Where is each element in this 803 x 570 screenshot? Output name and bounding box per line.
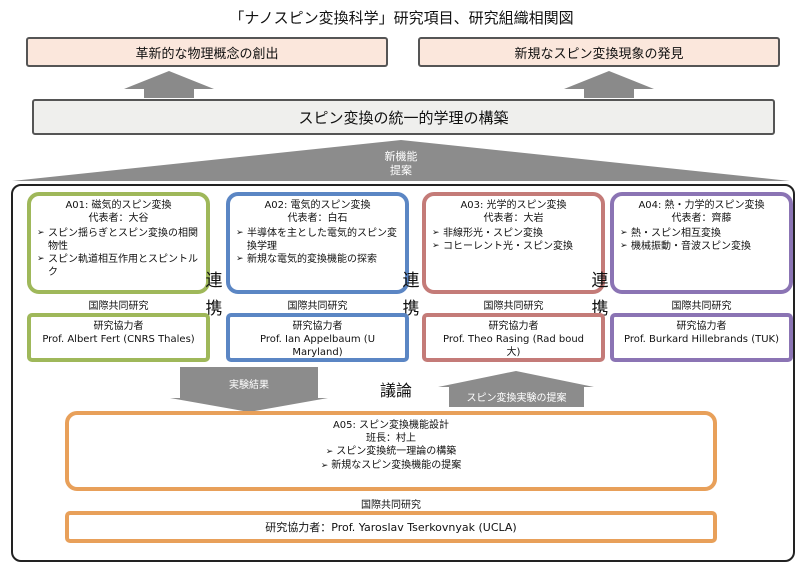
collab-title: 研究協力者 xyxy=(676,321,727,332)
group-rep: 代表者：齊藤 xyxy=(671,213,732,224)
collab-title: 研究協力者 xyxy=(488,321,539,332)
collab-name: Prof. Ian Appelbaum (U Maryland) xyxy=(259,334,376,358)
collab-name: Prof. Theo Rasing (Rad boud 大) xyxy=(442,334,585,358)
link-kanji-top: 連 xyxy=(402,271,420,291)
collab-name: Prof. Albert Fert (CNRS Thales) xyxy=(42,334,195,345)
collaborator-box-a05: 研究協力者：Prof. Yaroslav Tserkovnyak (UCLA) xyxy=(65,511,717,543)
goal-box-phenomena: 新規なスピン変換現象の発見 xyxy=(418,37,780,67)
link-label-3: 連 携 xyxy=(589,270,611,320)
list-item: 熱・スピン相互変換 xyxy=(620,227,783,240)
discussion-label: 議論 xyxy=(379,381,412,400)
upward-triangle xyxy=(12,140,790,181)
link-kanji-bottom: 携 xyxy=(205,299,223,319)
group-card-a05: A05: スピン変換機能設計 班長：村上 スピン変換統一理論の構築 新規なスピン… xyxy=(65,411,717,491)
unified-theory-box: スピン変換の統一的学理の構築 xyxy=(32,99,775,135)
link-kanji-top: 連 xyxy=(205,271,223,291)
arrow-up-proposal xyxy=(438,371,594,407)
collaborator-box-a01: 研究協力者 Prof. Albert Fert (CNRS Thales) xyxy=(27,313,210,362)
list-item: 非線形光・スピン変換 xyxy=(432,227,595,240)
collab-name: Prof. Burkard Hillebrands (TUK) xyxy=(624,334,779,345)
collab-title: 研究協力者 xyxy=(93,321,144,332)
group-rep: 代表者：大岩 xyxy=(483,213,544,224)
group-rep: 代表者：白石 xyxy=(287,213,348,224)
group-head: A04: 熱・力学的スピン変換 xyxy=(638,200,765,211)
list-item: スピン軌道相互作用とスピントルク xyxy=(37,253,200,279)
list-item: 新規なスピン変換機能の提案 xyxy=(69,459,713,473)
new-function-line1: 新機能 xyxy=(384,150,418,163)
group-card-a02: A02: 電気的スピン変換 代表者：白石 半導体を主とした電気的スピン変換学理 … xyxy=(226,192,409,294)
collaborator-box-a02: 研究協力者 Prof. Ian Appelbaum (U Maryland) xyxy=(226,313,409,362)
arrow-label-proposal: スピン変換実験の提案 xyxy=(466,392,567,404)
group-rep: 代表者：大谷 xyxy=(88,213,149,224)
new-function-label: 新機能 提案 xyxy=(366,150,436,178)
list-item: スピン揺らぎとスピン変換の相関物性 xyxy=(37,227,200,253)
list-item: 半導体を主とした電気的スピン変換学理 xyxy=(236,227,399,253)
link-kanji-top: 連 xyxy=(591,271,609,291)
collab-title: 研究協力者 xyxy=(292,321,343,332)
goal-box-physics: 革新的な物理概念の創出 xyxy=(26,37,388,67)
collaborator-box-a04: 研究協力者 Prof. Burkard Hillebrands (TUK) xyxy=(610,313,793,362)
intl-label-a01: 国際共同研究 xyxy=(88,301,149,312)
arrow-up-right xyxy=(564,71,654,98)
group-card-a03: A03: 光学的スピン変換 代表者：大岩 非線形光・スピン変換 コヒーレント光・… xyxy=(422,192,605,294)
a05-leader: 班長：村上 xyxy=(366,433,416,444)
arrow-up-left xyxy=(124,71,214,98)
organization-frame xyxy=(11,184,795,562)
diagram-title: 「ナノスピン変換科学」研究項目、研究組織相関図 xyxy=(229,8,574,27)
group-head: A02: 電気的スピン変換 xyxy=(264,200,371,211)
new-function-line2: 提案 xyxy=(390,164,412,177)
arrow-down-results xyxy=(170,367,328,412)
intl-label-a04: 国際共同研究 xyxy=(671,301,732,312)
collaborator-box-a03: 研究協力者 Prof. Theo Rasing (Rad boud 大) xyxy=(422,313,605,362)
list-item: 機械振動・音波スピン変換 xyxy=(620,240,783,253)
group-head: A03: 光学的スピン変換 xyxy=(460,200,567,211)
list-item: スピン変換統一理論の構築 xyxy=(69,445,713,459)
intl-label-a02: 国際共同研究 xyxy=(287,301,348,312)
a05-head: A05: スピン変換機能設計 xyxy=(332,420,450,431)
arrow-label-results: 実験結果 xyxy=(229,379,269,391)
intl-label-a05: 国際共同研究 xyxy=(361,500,421,511)
list-item: 新規な電気的変換機能の探索 xyxy=(236,253,399,266)
link-label-1: 連 携 xyxy=(203,270,225,320)
intl-label-a03: 国際共同研究 xyxy=(483,301,544,312)
group-head: A01: 磁気的スピン変換 xyxy=(65,200,172,211)
group-card-a04: A04: 熱・力学的スピン変換 代表者：齊藤 熱・スピン相互変換 機械振動・音波… xyxy=(610,192,793,294)
list-item: コヒーレント光・スピン変換 xyxy=(432,240,595,253)
group-card-a01: A01: 磁気的スピン変換 代表者：大谷 スピン揺らぎとスピン変換の相関物性 ス… xyxy=(27,192,210,294)
